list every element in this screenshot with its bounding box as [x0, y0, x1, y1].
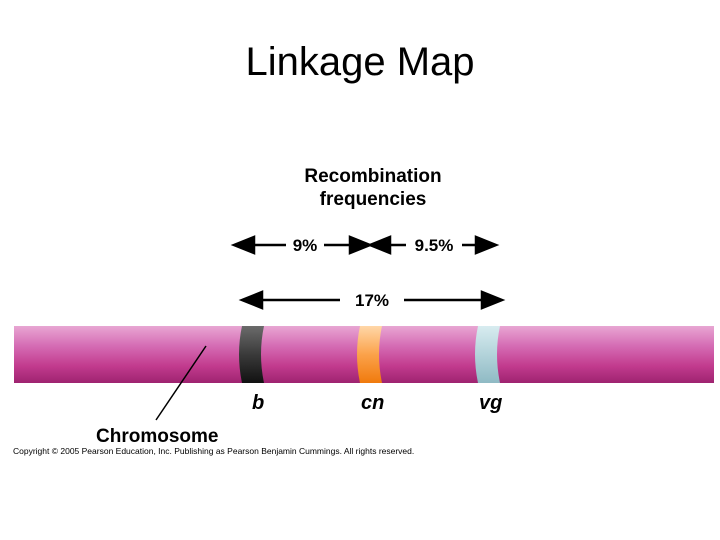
- copyright-notice: Copyright © 2005 Pearson Education, Inc.…: [13, 446, 415, 456]
- chromosome-label: Chromosome: [96, 426, 219, 447]
- gene-label-vg: vg: [479, 392, 503, 414]
- page-title: Linkage Map: [245, 40, 475, 84]
- gene-label-cn: cn: [361, 392, 385, 414]
- arrow-b-cn: [230, 235, 374, 255]
- gene-band-b: [239, 326, 264, 383]
- chromosome-pointer-line: [155, 345, 207, 421]
- gene-label-b: b: [252, 392, 265, 414]
- distance-label-b-vg: 17%: [354, 291, 390, 310]
- distance-label-cn-vg: 9.5%: [414, 236, 454, 255]
- recombination-frequencies-heading: Recombination frequencies: [250, 165, 496, 211]
- arrow-b-vg: [238, 290, 506, 310]
- gene-band-vg: [475, 326, 500, 383]
- gene-band-cn: [357, 326, 382, 383]
- recombination-heading-line2: frequencies: [319, 189, 427, 210]
- arrow-cn-vg: [366, 235, 500, 255]
- distance-label-b-cn: 9%: [292, 236, 318, 255]
- recombination-heading-line1: Recombination: [304, 166, 442, 187]
